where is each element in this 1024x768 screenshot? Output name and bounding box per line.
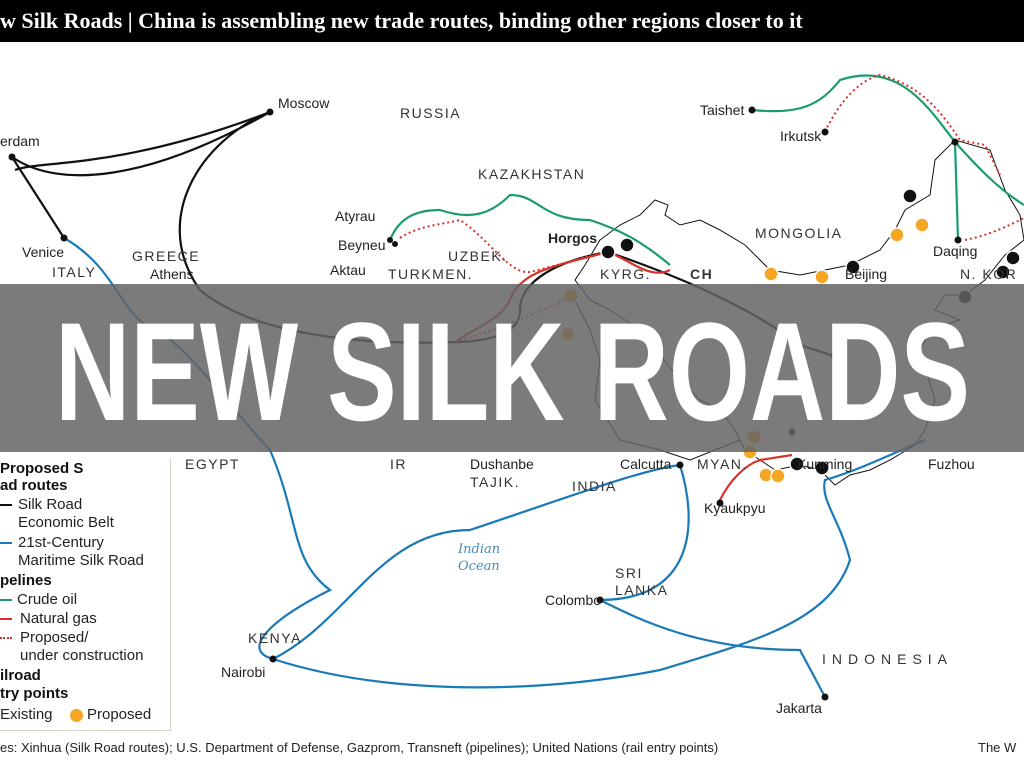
city-aktau: Aktau bbox=[330, 262, 366, 278]
ocean-label-2: Ocean bbox=[458, 559, 500, 574]
country-iran: IR bbox=[390, 456, 407, 472]
title-subtitle: China is assembling new trade routes, bi… bbox=[138, 8, 803, 33]
legend-rail-heading-1: ilroad bbox=[0, 667, 41, 684]
country-greece: GREECE bbox=[132, 248, 201, 264]
city-horgos: Horgos bbox=[548, 230, 597, 246]
title-main: w Silk Roads bbox=[0, 8, 123, 33]
city-colombo: Colombo bbox=[545, 592, 602, 608]
headline: NEW SILK ROADS bbox=[55, 293, 970, 450]
city-athens: Athens bbox=[150, 266, 194, 282]
country-mongolia: MONGOLIA bbox=[755, 225, 843, 241]
country-italy: ITALY bbox=[52, 264, 97, 280]
title-bar: w Silk Roads | China is assembling new t… bbox=[0, 0, 1024, 42]
country-egypt: EGYPT bbox=[185, 456, 240, 472]
country-kyrg: KYRG. bbox=[600, 266, 652, 282]
country-turkmen: TURKMEN. bbox=[388, 266, 474, 282]
country-myanmar: MYAN. bbox=[697, 456, 748, 472]
city-dushanbe: Dushanbe bbox=[470, 456, 534, 472]
city-fuzhou: Fuzhou bbox=[928, 456, 975, 472]
legend-routes-heading-2: ad routes bbox=[0, 477, 68, 494]
country-india: INDIA bbox=[572, 478, 617, 494]
maritime-swatch bbox=[0, 542, 12, 544]
headline-band bbox=[0, 284, 1024, 452]
natural-gas-swatch bbox=[0, 618, 12, 620]
city-irkutsk: Irkutsk bbox=[780, 128, 822, 144]
city-kunming: Kunming bbox=[797, 456, 853, 472]
city-atyrau: Atyrau bbox=[335, 208, 376, 224]
existing-entry-points bbox=[600, 188, 1021, 476]
city-taishet: Taishet bbox=[700, 102, 745, 118]
city-moscow: Moscow bbox=[278, 95, 330, 111]
belt-route-europe bbox=[11, 110, 271, 239]
city-daqing: Daqing bbox=[933, 243, 978, 259]
city-beyneu: Beyneu bbox=[338, 237, 386, 253]
legend-proposed: Proposed/under construction bbox=[20, 629, 144, 664]
legend-natural-gas: Natural gas bbox=[20, 610, 97, 627]
legend-crude-oil: Crude oil bbox=[17, 591, 78, 608]
city-jakarta: Jakarta bbox=[776, 700, 822, 716]
belt-swatch bbox=[0, 504, 12, 506]
country-north-korea: N. KOR bbox=[960, 266, 1018, 282]
credit: The W bbox=[978, 740, 1017, 755]
city-kyaukpyu: Kyaukpyu bbox=[704, 500, 766, 516]
legend-existing: Existing bbox=[0, 706, 53, 723]
country-indonesia: INDONESIA bbox=[822, 651, 954, 667]
country-lanka: LANKA bbox=[615, 582, 669, 598]
title-separator: | bbox=[122, 8, 139, 33]
ocean-label-1: Indian bbox=[458, 542, 501, 557]
city-amsterdam: erdam bbox=[0, 133, 40, 149]
proposed-swatch bbox=[0, 637, 12, 639]
city-beijing: Beijing bbox=[845, 266, 888, 282]
legend-proposed-entry: Proposed bbox=[87, 706, 152, 723]
country-kazakhstan: KAZAKHSTAN bbox=[478, 166, 586, 182]
country-sri: SRI bbox=[615, 565, 643, 581]
legend-routes-heading-1: Proposed S bbox=[0, 460, 84, 477]
legend-pipelines-heading: pelines bbox=[0, 572, 52, 589]
proposed-entry-icon bbox=[70, 709, 83, 722]
city-venice: Venice bbox=[22, 244, 65, 260]
country-china: CH bbox=[690, 266, 714, 282]
country-russia: RUSSIA bbox=[400, 105, 462, 121]
city-calcutta: Calcutta bbox=[620, 456, 672, 472]
crude-oil-swatch bbox=[0, 599, 12, 601]
crude-oil-pipeline bbox=[388, 74, 1024, 266]
country-tajik: TAJIK. bbox=[470, 474, 520, 490]
legend-rail-heading-2: try points bbox=[0, 685, 69, 702]
headline-text: NEW SILK ROADS bbox=[55, 293, 970, 450]
proposed-pipelines bbox=[399, 73, 1024, 341]
sources-note: es: Xinhua (Silk Road routes); U.S. Depa… bbox=[0, 740, 719, 755]
city-nairobi: Nairobi bbox=[221, 664, 266, 680]
country-uzbek: UZBEK. bbox=[448, 248, 508, 264]
country-kenya: KENYA bbox=[248, 630, 302, 646]
